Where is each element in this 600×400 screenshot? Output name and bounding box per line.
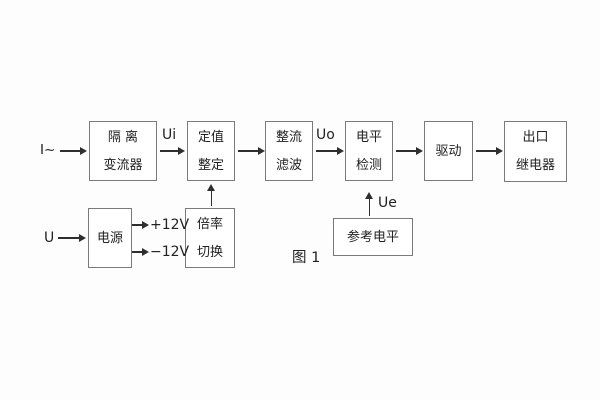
arrow-isolation-to-setting [160,147,185,154]
label-uo: Uo [316,127,335,143]
block-rectifier-line2: 滤波 [275,157,302,173]
block-drive: 驱动 [424,121,473,181]
block-rectifier-filter: 整流 滤波 [265,121,313,181]
block-level-line2: 检测 [355,157,382,173]
label-ui: Ui [162,127,177,143]
block-output-relay-line2: 继电器 [515,158,555,173]
block-drive-label: 驱动 [435,143,462,159]
block-setting-adjust: 定值 整定 [187,121,235,181]
block-ratio-line1: 倍率 [196,216,223,232]
block-rectifier-line1: 整流 [275,129,302,145]
label-voltage-input: U [44,230,55,246]
block-level-line1: 电平 [355,129,382,145]
arrow-level-to-drive [396,147,423,154]
arrow-ratio-to-setting [207,184,214,206]
arrow-drive-to-relay [476,147,503,154]
arrow-minus12v [132,248,149,255]
block-power-supply: 电源 [88,208,132,268]
block-setting-line2: 整定 [197,157,224,173]
block-isolation-line1: 隔 离 [107,129,139,145]
block-level-detection: 电平 检测 [345,121,393,181]
block-isolation-line2: 变流器 [103,157,143,173]
label-plus12v: +12V [150,217,190,233]
block-setting-line1: 定值 [197,129,224,145]
block-output-relay: 出口 继电器 [504,121,567,182]
arrow-plus12v [132,221,149,228]
label-ue: Ue [378,195,397,211]
label-minus12v: −12V [150,244,190,260]
block-reference-level: 参考电平 [333,218,413,256]
block-ratio-switch: 倍率 切换 [185,208,235,268]
arrow-rectifier-to-level [316,147,344,154]
arrow-setting-to-rectifier [238,147,265,154]
block-ratio-line2: 切换 [196,244,223,260]
arrow-current-input [60,147,87,154]
arrow-voltage-input [58,234,86,241]
figure-caption: 图 1 [292,250,321,266]
block-isolation-transformer: 隔 离 变流器 [89,121,157,181]
block-output-relay-line1: 出口 [522,130,549,145]
block-power-label: 电源 [96,230,123,246]
block-reference-label: 参考电平 [346,229,399,245]
label-current-input: I~ [40,142,56,158]
arrow-reference-to-level [365,192,372,216]
